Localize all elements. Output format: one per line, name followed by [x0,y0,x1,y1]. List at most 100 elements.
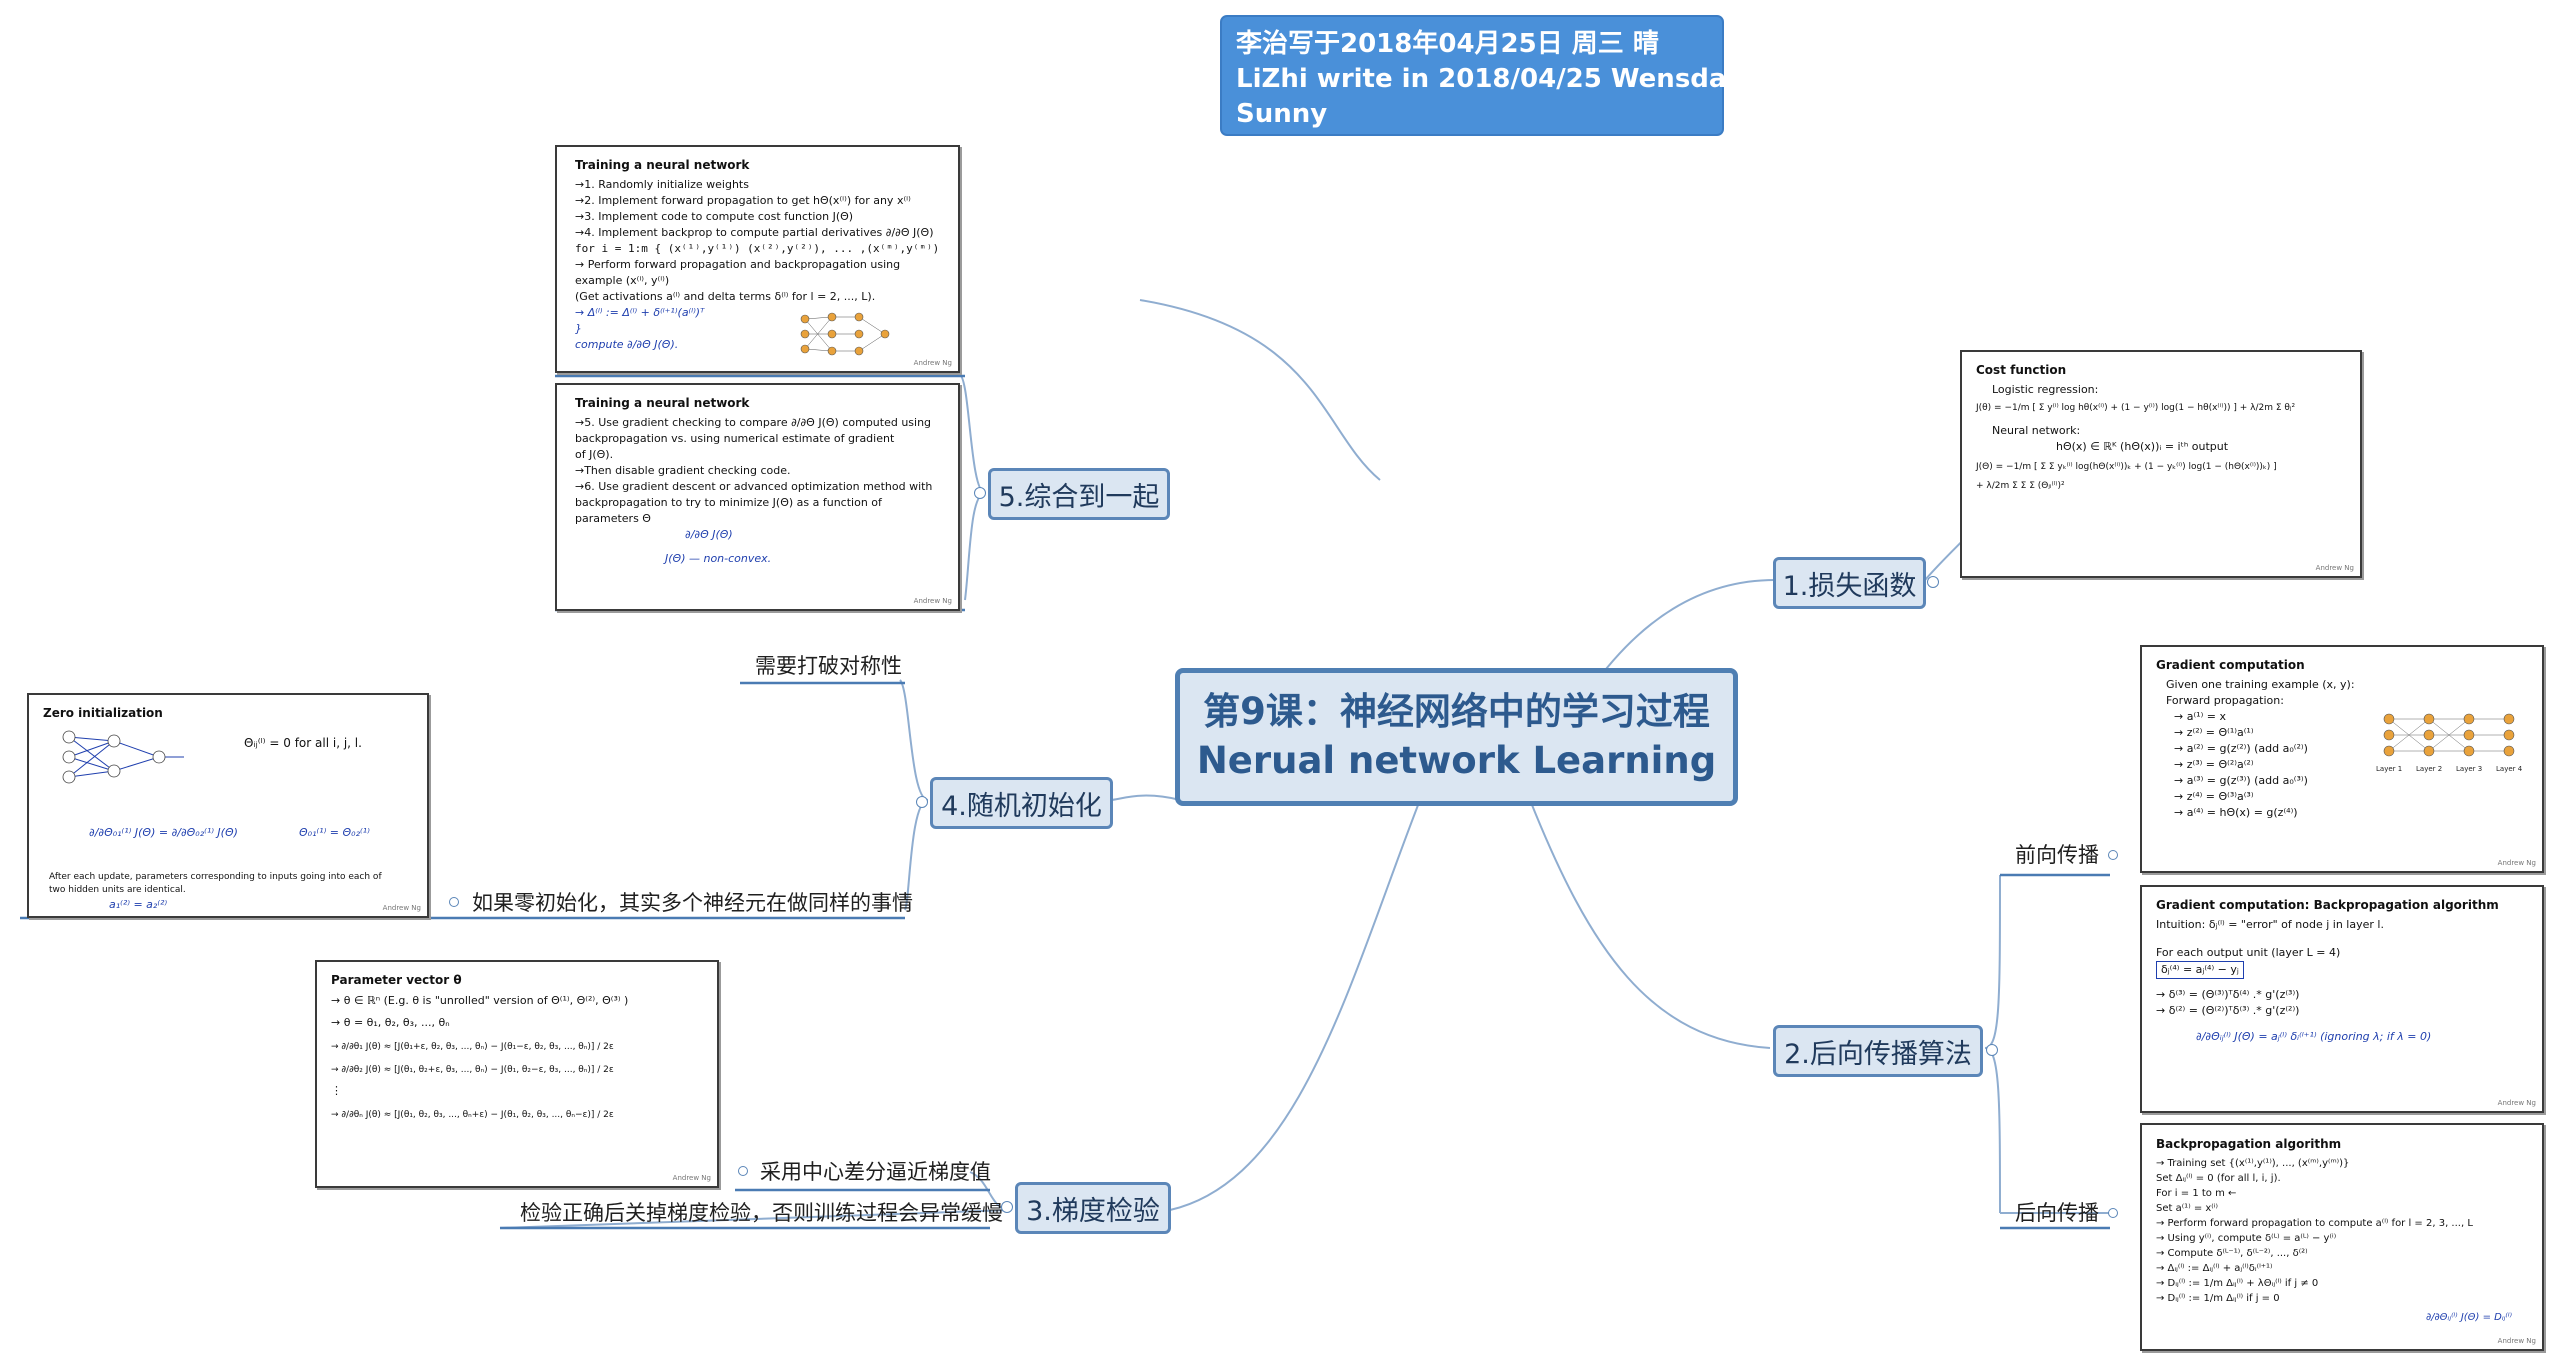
handwritten-note: ∂/∂Θ J(Θ) [685,527,733,541]
slide-line: →2. Implement forward propagation to get… [575,194,911,208]
slide-line: → z⁽²⁾ = Θ⁽¹⁾a⁽¹⁾ [2174,726,2254,740]
slide-parameter-vector: Parameter vector θ → θ ∈ ℝⁿ (E.g. θ is "… [315,960,719,1188]
slide-title: Zero initialization [43,706,163,720]
slide-training-1: Training a neural network →1. Randomly i… [555,145,960,373]
slide-line: →3. Implement code to compute cost funct… [575,210,854,224]
layer-label: Layer 1 [2376,765,2402,773]
handwritten-note: → Δ⁽ˡ⁾ := Δ⁽ˡ⁾ + δ⁽ˡ⁺¹⁾(a⁽ˡ⁾)ᵀ [575,305,705,319]
slide-line: → Perform forward propagation to compute… [2156,1218,2473,1229]
slide-line: Forward propagation: [2166,694,2284,708]
handwritten-note: compute ∂/∂Θ J(Θ). [575,337,679,351]
slide-line: ⋮ [331,1084,342,1098]
collapse-handle[interactable] [1986,1044,1998,1056]
slide-title: Gradient computation [2156,658,2305,672]
slide-title: Parameter vector θ [331,973,462,987]
slide-footer: Andrew Ng [382,903,421,912]
slide-line: J(Θ) = −1/m [ Σ Σ yₖ⁽ⁱ⁾ log(hΘ(x⁽ⁱ⁾))ₖ +… [1976,462,2277,473]
neural-network-diagram: Layer 1 Layer 2 Layer 3 Layer 4 [2376,713,2523,773]
note-line-2: LiZhi write in 2018/04/25 Wensday [1236,63,1743,94]
slide-line: → Dᵢⱼ⁽ˡ⁾ := 1/m Δᵢⱼ⁽ˡ⁾ if j = 0 [2156,1293,2280,1304]
slide-line: →5. Use gradient checking to compare ∂/∂… [575,416,932,430]
layer-label: Layer 2 [2416,765,2442,773]
slide-line: For i = 1 to m ← [2156,1188,2237,1199]
topic-label: 4.随机初始化 [941,790,1102,822]
topic-random-init[interactable]: 4.随机初始化 [930,777,1113,829]
slide-backprop-intuition: Gradient computation: Backpropagation al… [2140,885,2544,1113]
slide-line: → δ⁽²⁾ = (Θ⁽²⁾)ᵀδ⁽³⁾ .* g'(z⁽²⁾) [2156,1004,2300,1018]
slide-line: Set a⁽¹⁾ = x⁽ⁱ⁾ [2156,1203,2219,1214]
slide-line: (Get activations a⁽ˡ⁾ and delta terms δ⁽… [575,289,876,303]
slide-line: Given one training example (x, y): [2166,678,2355,692]
slide-line: two hidden units are identical. [49,885,186,895]
topic-gradient-check[interactable]: 3.梯度检验 [1015,1182,1171,1234]
slide-line: Set Δᵢⱼ⁽ˡ⁾ = 0 (for all l, i, j). [2156,1173,2281,1184]
handwritten-note: a₁⁽²⁾ = a₂⁽²⁾ [109,898,168,911]
slide-line: → z⁽⁴⁾ = Θ⁽³⁾a⁽³⁾ [2174,789,2254,803]
slide-footer: Andrew Ng [2315,563,2354,572]
handwritten-note: ∂/∂Θᵢⱼ⁽ˡ⁾ J(Θ) = Dᵢⱼ⁽ˡ⁾ [2425,1312,2512,1323]
slide-footer: Andrew Ng [2497,1336,2536,1345]
slide-line: backpropagation to try to minimize J(Θ) … [575,496,882,510]
collapse-handle[interactable] [449,897,459,907]
slide-footer: Andrew Ng [672,1173,711,1182]
topic-backpropagation[interactable]: 2.后向传播算法 [1773,1025,1983,1077]
topic-loss-function[interactable]: 1.损失函数 [1773,557,1926,609]
slide-title: Training a neural network [575,396,750,410]
slide-line: → a⁽³⁾ = g(z⁽³⁾) (add a₀⁽³⁾) [2174,774,2308,788]
slide-gradient-computation: Gradient computation Given one training … [2140,645,2544,873]
topic-label: 1.损失函数 [1782,570,1917,602]
subtopic-disable-check[interactable]: 检验正确后关掉梯度检验，否则训练过程会异常缓慢 [520,1201,1003,1225]
handwritten-note: Θ₀₁⁽¹⁾ = Θ₀₂⁽¹⁾ [299,826,370,839]
subtopic-backward[interactable]: 后向传播 [2015,1201,2099,1225]
subtopic-center-diff[interactable]: 采用中心差分逼近梯度值 [760,1160,991,1184]
slide-line: for i = 1:m { (x⁽¹⁾,y⁽¹⁾) (x⁽²⁾,y⁽²⁾), .… [575,242,940,256]
slide-line: → Δᵢⱼ⁽ˡ⁾ := Δᵢⱼ⁽ˡ⁾ + aⱼ⁽ˡ⁾δᵢ⁽ˡ⁺¹⁾ [2156,1263,2273,1274]
subtopic-break-symmetry[interactable]: 需要打破对称性 [755,654,902,678]
slide-line: → ∂/∂θₙ J(θ) ≈ [J(θ₁, θ₂, θ₃, ..., θₙ+ε)… [331,1110,614,1121]
slide-line: → ∂/∂θ₂ J(θ) ≈ [J(θ₁, θ₂+ε, θ₃, ..., θₙ)… [331,1065,614,1076]
slide-line: → δ⁽³⁾ = (Θ⁽³⁾)ᵀδ⁽⁴⁾ .* g'(z⁽³⁾) [2156,988,2300,1002]
collapse-handle[interactable] [2108,1208,2118,1218]
central-topic[interactable]: 第9课：神经网络中的学习过程 Nerual network Learning [1175,668,1738,806]
central-title-zh: 第9课：神经网络中的学习过程 [1203,690,1710,734]
slide-line: → θ ∈ ℝⁿ (E.g. θ is "unrolled" version o… [331,994,629,1008]
note-line-1: 李治写于2018年04月25日 周三 晴 [1236,29,1659,59]
slide-line: Θᵢⱼ⁽ˡ⁾ = 0 for all i, j, l. [244,736,362,750]
slide-line: → a⁽¹⁾ = x [2174,710,2226,724]
central-title-en: Nerual network Learning [1196,739,1717,782]
slide-zero-initialization: Zero initialization Θᵢⱼ⁽ˡ⁾ = 0 for all i… [27,693,429,918]
slide-line: → Using y⁽ⁱ⁾, compute δ⁽ᴸ⁾ = a⁽ᴸ⁾ − y⁽ⁱ⁾ [2156,1233,2337,1244]
subtopic-forward[interactable]: 前向传播 [2015,843,2099,867]
collapse-handle[interactable] [1927,576,1939,588]
slide-line: Intuition: δⱼ⁽ˡ⁾ = "error" of node j in … [2156,918,2384,932]
slide-line: → Compute δ⁽ᴸ⁻¹⁾, δ⁽ᴸ⁻²⁾, ..., δ⁽²⁾ [2156,1248,2308,1259]
slide-line: Neural network: [1992,424,2081,438]
topic-label: 2.后向传播算法 [1784,1038,1972,1070]
handwritten-note: } [575,321,582,335]
slide-line: → z⁽³⁾ = Θ⁽²⁾a⁽²⁾ [2174,758,2254,772]
slide-line: example (x⁽ⁱ⁾, y⁽ⁱ⁾) [575,274,670,288]
slide-line: J(θ) = −1/m [ Σ y⁽ⁱ⁾ log hθ(x⁽ⁱ⁾) + (1 −… [1976,403,2296,414]
handwritten-note: ∂/∂Θ₀₁⁽¹⁾ J(Θ) = ∂/∂Θ₀₂⁽¹⁾ J(Θ) [89,826,238,839]
layer-label: Layer 4 [2496,765,2523,773]
slide-footer: Andrew Ng [2497,1098,2536,1107]
topic-label: 3.梯度检验 [1026,1195,1160,1227]
collapse-handle[interactable] [916,796,928,808]
slide-line: backpropagation vs. using numerical esti… [575,432,895,446]
slide-line: Logistic regression: [1992,383,2099,397]
slide-title: Backpropagation algorithm [2156,1137,2342,1151]
slide-line: → ∂/∂θ₁ J(θ) ≈ [J(θ₁+ε, θ₂, θ₃, ..., θₙ)… [331,1042,614,1053]
collapse-handle[interactable] [2108,850,2118,860]
slide-line: of J(Θ). [575,448,614,462]
slide-line: + λ/2m Σ Σ Σ (Θⱼᵢ⁽ˡ⁾)² [1976,481,2065,492]
slide-title: Training a neural network [575,158,750,172]
topic-put-together[interactable]: 5.综合到一起 [988,468,1170,520]
slide-cost-function: Cost function Logistic regression: J(θ) … [1960,350,2362,578]
handwritten-note: J(Θ) — non-convex. [665,551,772,565]
slide-title: Gradient computation: Backpropagation al… [2156,898,2499,912]
subtopic-zero-init[interactable]: 如果零初始化，其实多个神经元在做同样的事情 [472,891,913,915]
collapse-handle[interactable] [1001,1201,1013,1213]
collapse-handle[interactable] [974,487,986,499]
collapse-handle[interactable] [738,1166,748,1176]
slide-line: After each update, parameters correspond… [49,872,382,882]
